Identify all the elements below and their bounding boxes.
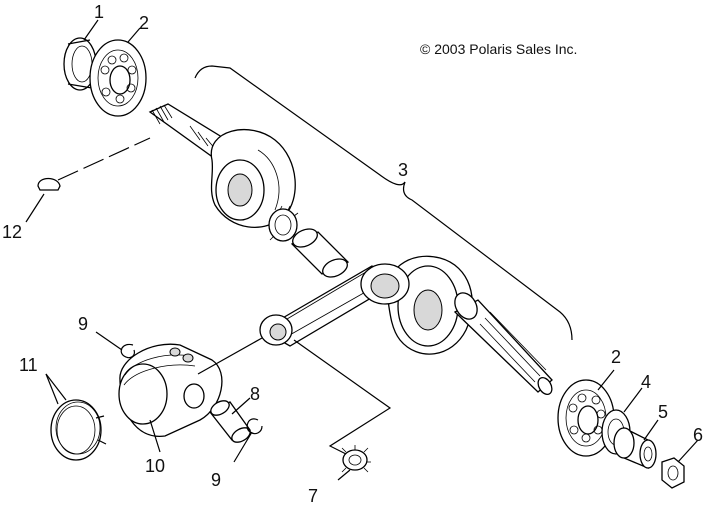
callout-9-top: 9	[78, 314, 88, 334]
callout-7: 7	[308, 486, 318, 506]
assembly-bracket-lower	[402, 181, 573, 341]
callout-4: 4	[641, 372, 651, 392]
collar-icon	[613, 426, 657, 469]
callout-1: 1	[94, 2, 104, 22]
needle-bearing-icon	[341, 445, 371, 473]
leader-lines	[25, 19, 699, 481]
callout-8: 8	[250, 384, 260, 404]
callout-9-bottom: 9	[211, 470, 221, 490]
nut-icon	[661, 457, 685, 489]
circlip-icon	[120, 343, 135, 359]
crank-pin-icon	[290, 228, 350, 278]
copyright-text: © 2003 Polaris Sales Inc.	[420, 41, 577, 57]
ball-bearing-icon	[89, 39, 147, 117]
woodruff-key-icon	[37, 177, 61, 191]
crankshaft-assembly-icon	[148, 103, 553, 396]
piston-icon	[118, 343, 223, 437]
piston-ring-icon	[50, 399, 107, 461]
callout-12: 12	[2, 222, 22, 242]
assembly-bracket-upper	[194, 65, 406, 186]
piston-pin-icon	[208, 400, 251, 443]
crank-pin-bearing-icon	[268, 205, 299, 242]
callout-2-top: 2	[139, 13, 149, 33]
circlip-icon	[246, 418, 263, 435]
callout-11: 11	[19, 355, 38, 375]
connecting-rod-icon	[259, 263, 410, 347]
callout-5: 5	[658, 402, 668, 422]
callout-10: 10	[145, 456, 165, 476]
callout-3: 3	[398, 160, 408, 180]
callout-2-right: 2	[611, 347, 621, 367]
callout-6: 6	[693, 425, 703, 445]
